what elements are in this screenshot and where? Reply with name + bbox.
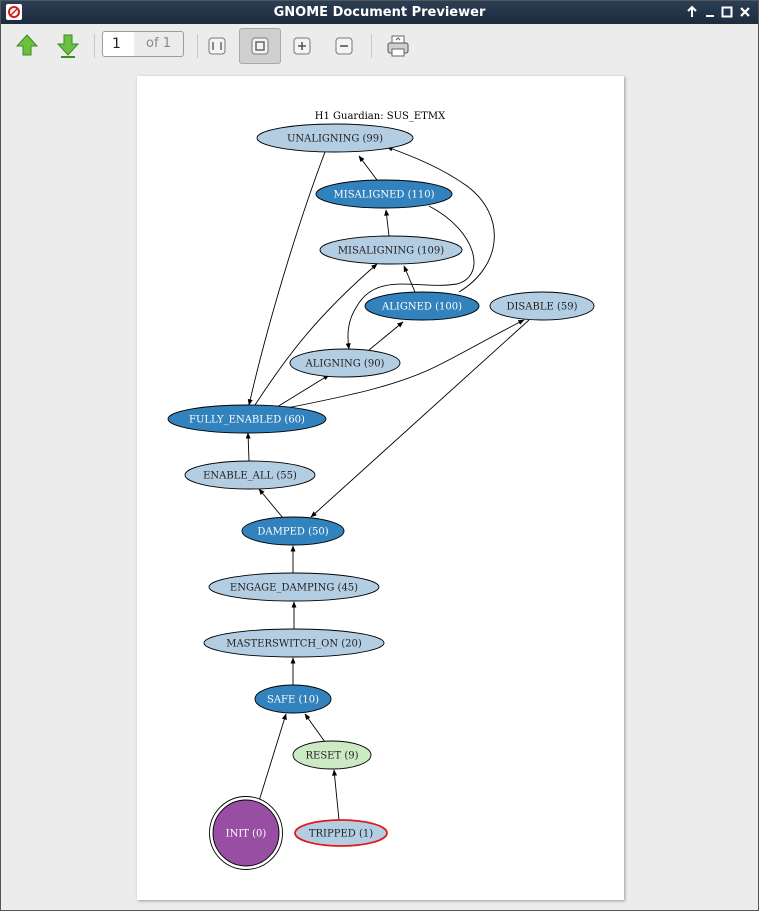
node-shape (289, 348, 401, 378)
graph-nodes: UNALIGNING (99) MISALIGNED (110) MISALIGNI… (167, 123, 595, 870)
window-title: GNOME Document Previewer (273, 5, 486, 20)
toolbar-separator (94, 34, 95, 58)
maximize-icon[interactable] (719, 4, 735, 20)
node-engage-damping: ENGAGE_DAMPING (45) (208, 572, 380, 602)
node-shape (167, 404, 327, 434)
node-label: DAMPED (50) (257, 527, 328, 538)
node-disable: DISABLE (59) (489, 291, 595, 321)
node-label: RESET (9) (306, 751, 359, 762)
page-count-label: of 1 (134, 31, 184, 57)
edge-init-to-safe (258, 713, 287, 802)
node-label: UNALIGNING (99) (287, 134, 383, 145)
arrow-up-icon (15, 34, 39, 56)
node-label: MISALIGNING (109) (338, 246, 444, 257)
node-unaligning: UNALIGNING (99) (256, 123, 414, 153)
edge-fully_enabled-to-disable (286, 319, 525, 409)
minimize-icon[interactable] (702, 4, 718, 20)
edge-fully_enabled-to-misaligning (254, 263, 378, 406)
node-aligning: ALIGNING (90) (289, 348, 401, 378)
edge-misaligning-to-misaligned (384, 209, 390, 237)
node-shape (208, 572, 380, 602)
restore-icon[interactable] (684, 4, 700, 20)
zoom-in-icon (293, 37, 311, 55)
node-label: INIT (0) (226, 829, 267, 840)
document-page: H1 Guardian: SUS_ETMX UNALIGNING (99) MIS… (137, 76, 624, 900)
node-label: ENABLE_ALL (55) (203, 471, 297, 482)
edge-aligned-to-misaligning (403, 265, 416, 293)
edge-damped-to-enable_all (258, 488, 284, 519)
zoom-out-icon (335, 37, 353, 55)
edge-misaligned-to-unaligning (358, 155, 378, 181)
graph-title: H1 Guardian: SUS_ETMX (315, 111, 446, 122)
zoom-in-button[interactable] (283, 30, 321, 62)
toolbar-separator (197, 34, 198, 58)
printer-icon (387, 35, 409, 57)
arrow-down-icon (56, 34, 80, 58)
edge-tripped-to-reset (332, 769, 340, 821)
node-shape (203, 628, 385, 658)
node-shape (489, 291, 595, 321)
node-shape (241, 516, 345, 546)
node-init: INIT (0) (209, 796, 283, 870)
edge-aligned-to-unaligning (386, 146, 495, 293)
toolbar-separator (371, 34, 372, 58)
fit-page-width-button[interactable] (239, 28, 281, 64)
zoom-fit-best-icon (208, 37, 226, 55)
node-label: ENGAGE_DAMPING (45) (230, 583, 358, 594)
edge-aligning-to-aligned (368, 321, 404, 351)
state-graph: H1 Guardian: SUS_ETMX UNALIGNING (99) MIS… (167, 111, 595, 870)
edge-enable_all-to-fully_enabled (245, 432, 251, 462)
edge-fully_enabled-to-aligning (276, 374, 330, 408)
node-safe: SAFE (10) (254, 684, 332, 714)
node-shape (256, 123, 414, 153)
node-label: MISALIGNED (110) (334, 190, 435, 201)
node-label: ALIGNED (100) (381, 302, 462, 313)
title-bar[interactable]: GNOME Document Previewer (1, 1, 758, 24)
edge-disable-to-damped (310, 319, 530, 518)
zoom-out-button[interactable] (325, 30, 363, 62)
node-label: TRIPPED (1) (309, 829, 373, 840)
node-shape (294, 819, 388, 847)
edge-misaligned-to-aligning (345, 205, 475, 350)
node-reset: RESET (9) (292, 740, 372, 770)
node-shape (212, 799, 280, 867)
node-aligned: ALIGNED (100) (364, 291, 480, 321)
node-shape (254, 684, 332, 714)
zoom-fit-page-icon (251, 37, 269, 55)
node-shape (364, 291, 480, 321)
node-masterswitch-on: MASTERSWITCH_ON (20) (203, 628, 385, 658)
edge-reset-to-safe (304, 713, 326, 743)
node-label: ALIGNING (90) (305, 359, 385, 370)
print-button[interactable] (379, 30, 417, 62)
node-shape (184, 460, 316, 490)
node-label: MASTERSWITCH_ON (20) (226, 639, 362, 650)
page-number-input[interactable]: 1 (102, 31, 135, 57)
node-tripped: TRIPPED (1) (294, 819, 388, 847)
node-misaligned: MISALIGNED (110) (315, 179, 453, 209)
node-label: SAFE (10) (267, 695, 319, 706)
next-page-button[interactable] (49, 30, 87, 62)
node-shape (292, 740, 372, 770)
node-damped: DAMPED (50) (241, 516, 345, 546)
edge-unaligning-to-fully_enabled (247, 151, 326, 406)
node-label: FULLY_ENABLED (60) (189, 415, 305, 426)
node-shape (319, 235, 463, 265)
graph-edges (245, 146, 530, 821)
node-enable-all: ENABLE_ALL (55) (184, 460, 316, 490)
node-misaligning: MISALIGNING (109) (319, 235, 463, 265)
node-shape (315, 179, 453, 209)
node-fully-enabled: FULLY_ENABLED (60) (167, 404, 327, 434)
previous-page-button[interactable] (8, 30, 46, 62)
close-icon[interactable] (737, 4, 753, 20)
best-fit-button[interactable] (198, 30, 236, 62)
document-viewport[interactable]: H1 Guardian: SUS_ETMX UNALIGNING (99) MIS… (1, 68, 758, 910)
node-label: DISABLE (59) (506, 302, 577, 313)
app-icon (6, 4, 22, 20)
